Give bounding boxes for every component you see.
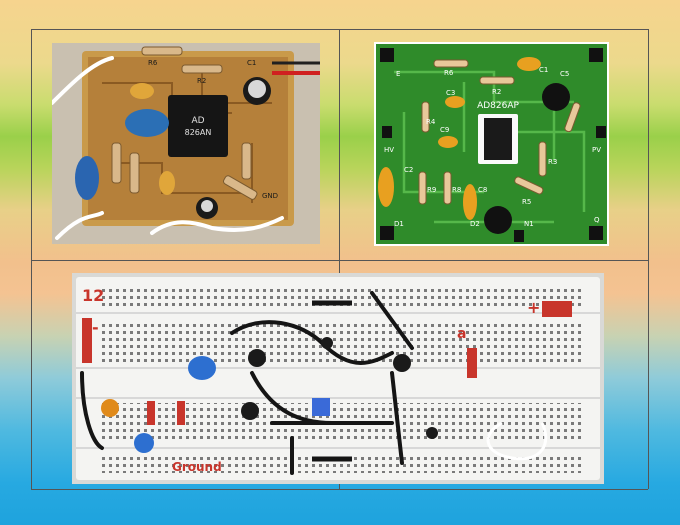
pcb-label-c9: C9: [440, 126, 449, 134]
grid-center-line: [339, 29, 340, 489]
label-c1: C1: [247, 59, 256, 67]
label-gnd: GND: [262, 192, 278, 200]
pcb-label-c5: C5: [560, 70, 569, 78]
handwritten-label-12: 12: [82, 286, 104, 305]
chip-text-1: AD: [191, 116, 204, 126]
label-r2: R2: [197, 77, 206, 85]
pcb-chip-label: AD826AP: [477, 101, 519, 111]
chip-text-2: 826AN: [185, 128, 212, 137]
pcb-label-hv: HV: [384, 146, 394, 154]
pcb-label-c3: C3: [446, 89, 455, 97]
pcb-label-d1: D1: [394, 220, 404, 228]
pcb-label-r4: R4: [426, 118, 436, 126]
pcb-label-r5: R5: [522, 198, 531, 206]
handwritten-label-ground: Ground: [172, 460, 222, 474]
pcb-label-pv: PV: [592, 146, 601, 154]
pcb-label-r3: R3: [548, 158, 557, 166]
pcb-label-e: E: [396, 70, 400, 78]
pcb-label-r2: R2: [492, 88, 501, 96]
grid-bottom-line: [31, 489, 648, 490]
pcb-label-c1: C1: [539, 66, 548, 74]
grid-left-line: [31, 29, 32, 489]
pcb-layout-render: AD826AP R6 R2 C1 C5 C3 R4 R3 C9: [374, 42, 609, 246]
pcb-label-d2: D2: [470, 220, 480, 228]
breadboard-photo: 12 Ground + - a: [72, 273, 604, 484]
pcb-label-c8: C8: [478, 186, 487, 194]
grid-right-line: [648, 29, 649, 489]
pcb-label-r8: R8: [452, 186, 461, 194]
pcb-label-r6: R6: [444, 69, 454, 77]
pcb-label-r9: R9: [427, 186, 436, 194]
pcb-label-n1: N1: [524, 220, 534, 228]
handwritten-label-plus: +: [527, 298, 540, 317]
pcb-label-q: Q: [594, 216, 600, 224]
label-r6: R6: [148, 59, 158, 67]
pcb-label-c2: C2: [404, 166, 413, 174]
ic-chip: [168, 95, 228, 157]
handwritten-label-a: a: [457, 326, 466, 342]
soldered-board-photo: AD 826AN R6 R2 C1 GND: [52, 43, 320, 244]
handwritten-label-minus: -: [92, 318, 99, 337]
